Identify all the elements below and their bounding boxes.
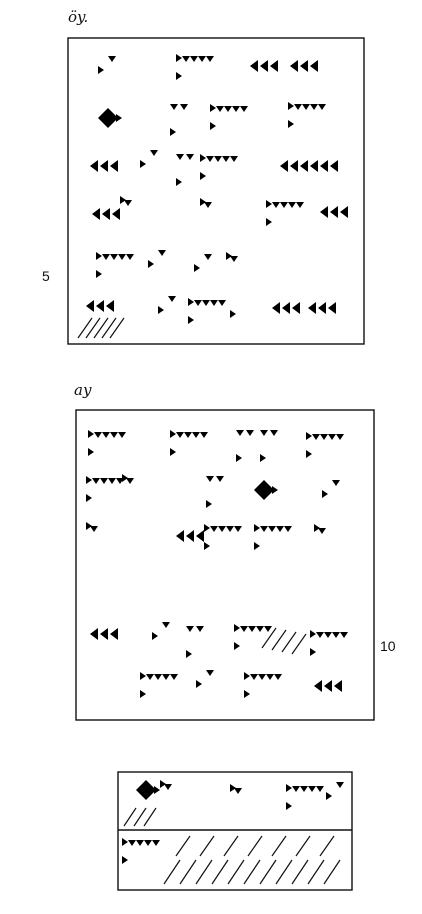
edge-panel [117,771,353,891]
reverse-panel [75,409,375,721]
line-number-5: 5 [42,268,50,284]
reverse-label: ay [74,381,92,399]
line-number-10: 10 [380,638,396,654]
damaged-area [123,807,341,885]
damaged-area [77,317,125,339]
damaged-area [261,627,307,655]
obverse-label: öy. [68,8,89,26]
obverse-panel [67,37,365,345]
